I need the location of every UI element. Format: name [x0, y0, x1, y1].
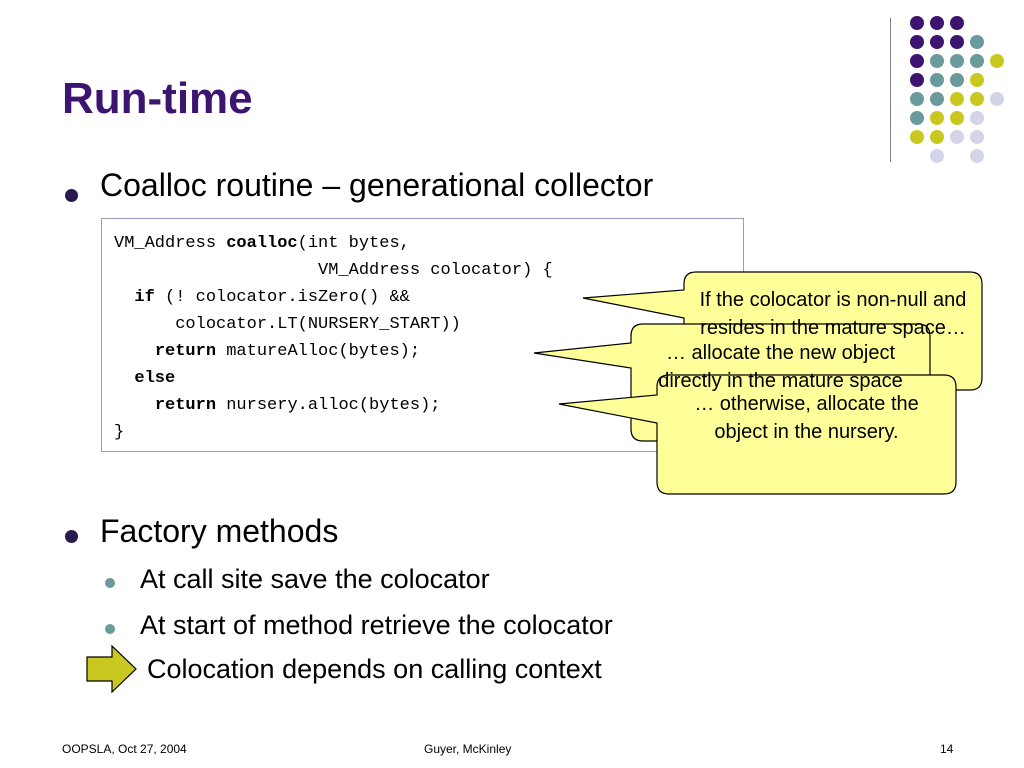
decorative-divider	[890, 18, 891, 162]
code-keyword: return	[154, 396, 217, 415]
bullet-marker	[65, 530, 78, 543]
slide-title: Run-time	[62, 74, 253, 123]
code-keyword: return	[154, 342, 217, 361]
callout-text-1: If the colocator is non-null and resides…	[699, 289, 967, 338]
footer-center: Guyer, McKinley	[424, 742, 512, 756]
code-function-name: coalloc	[226, 234, 298, 253]
code-keyword: else	[134, 369, 176, 388]
page-number: 14	[940, 742, 954, 756]
sub-bullet-method-start: At start of method retrieve the colocato…	[140, 610, 613, 640]
conclusion-text: Colocation depends on calling context	[147, 654, 602, 684]
sub-bullet-call-site: At call site save the colocator	[140, 564, 490, 594]
code-text: (int bytes,	[297, 234, 410, 253]
footer-left: OOPSLA, Oct 27, 2004	[62, 742, 187, 756]
code-text: nursery.alloc(bytes);	[216, 396, 441, 415]
bullet-marker	[65, 189, 78, 202]
callout-text-3: … otherwise, allocate the object in the …	[694, 393, 919, 443]
code-text: VM_Address	[114, 234, 227, 253]
callout-text-2: … allocate the new object directly in th…	[658, 342, 903, 391]
bullet-coalloc: Coalloc routine – generational collector	[100, 167, 654, 203]
code-text: }	[114, 423, 125, 442]
code-listing: VM_Address coalloc(int bytes, VM_Address…	[114, 230, 553, 446]
code-text: (! colocator.isZero() &&	[154, 288, 410, 307]
right-arrow-icon	[86, 645, 137, 693]
callout-bubble-3	[558, 374, 957, 495]
code-keyword: if	[134, 288, 155, 307]
code-text: matureAlloc(bytes);	[216, 342, 421, 361]
code-text: colocator.LT(NURSERY_START))	[114, 315, 461, 334]
sub-bullet-marker	[105, 578, 115, 588]
sub-bullet-marker	[105, 624, 115, 634]
bullet-factory-methods: Factory methods	[100, 513, 339, 549]
code-text: VM_Address colocator) {	[114, 261, 553, 280]
